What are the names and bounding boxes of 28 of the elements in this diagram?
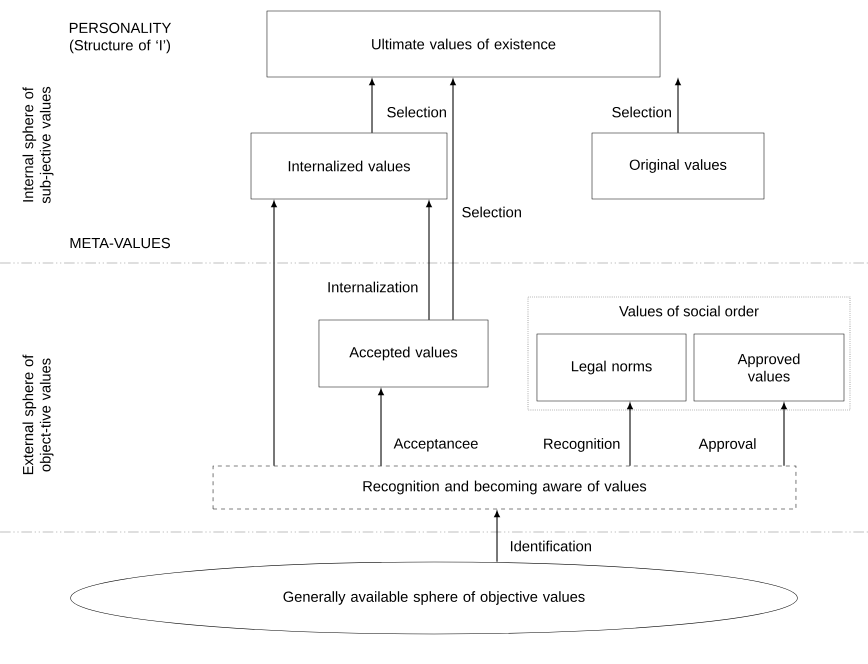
edge-label: Selection (612, 106, 671, 118)
level-label: META-VALUES (70, 238, 170, 248)
personality-heading: PERSONALITY (Structure of ‘I’) (70, 22, 172, 54)
value-box: Internalized values (250, 132, 448, 200)
edge-label: Internalization (328, 282, 418, 292)
edge-label: Selection (462, 206, 521, 218)
value-box: Accepted values (318, 320, 488, 388)
arrow (426, 200, 432, 320)
value-box: Ultimate values of existence (266, 10, 660, 78)
arrow (369, 78, 375, 133)
arrow (675, 78, 681, 133)
arrow (627, 402, 633, 466)
value-box: Legal norms (536, 334, 686, 402)
edge-label: Acceptancee (394, 438, 478, 452)
value-box: Original values (592, 132, 764, 200)
process-box: Recognition and becoming aware of values (212, 466, 796, 510)
edge-label: Identification (510, 540, 591, 552)
edge-label: Approval (698, 438, 756, 452)
arrow (494, 510, 500, 562)
value-box: Approved values (694, 334, 844, 402)
edge-label: Selection (387, 106, 446, 118)
sphere-label: External sphere of object-tive values (22, 354, 54, 474)
arrow (450, 78, 456, 320)
arrow (378, 388, 384, 466)
arrow (271, 200, 277, 466)
edge-label: Recognition (544, 438, 620, 452)
sphere-label: Internal sphere of sub-jective values (22, 86, 54, 204)
arrow (781, 402, 787, 466)
